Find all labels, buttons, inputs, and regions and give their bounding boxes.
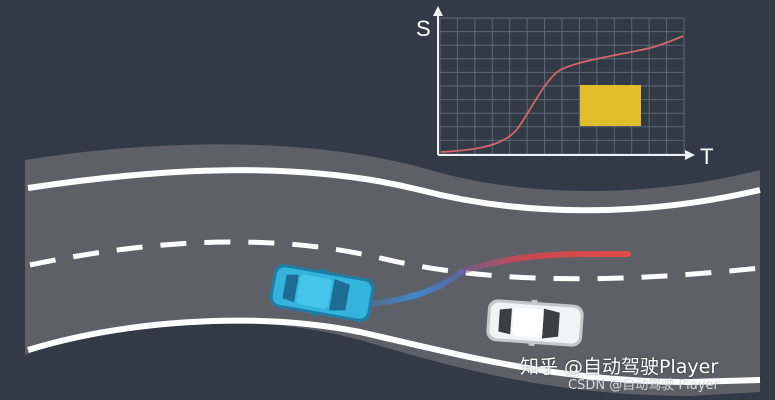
st-chart: S T xyxy=(416,6,713,169)
planned-path-trail xyxy=(457,250,631,275)
st-y-axis-arrow xyxy=(433,6,443,16)
other-car xyxy=(486,299,584,347)
road-edge-bottom xyxy=(27,317,761,386)
ego-car xyxy=(269,264,375,322)
st-x-axis-label: T xyxy=(700,144,713,169)
st-trajectory-curve xyxy=(440,35,684,153)
road-edge-top xyxy=(27,167,761,214)
lane-divider-dashed xyxy=(29,239,761,282)
zhihu-watermark: 知乎 @自动驾驶Player xyxy=(520,356,719,378)
st-obstacle-box xyxy=(580,85,641,126)
st-x-axis-arrow xyxy=(685,150,695,160)
st-y-axis-label: S xyxy=(416,16,431,41)
ego-trail xyxy=(365,269,465,307)
csdn-watermark: CSDN @自动驾驶 Player xyxy=(568,378,719,393)
